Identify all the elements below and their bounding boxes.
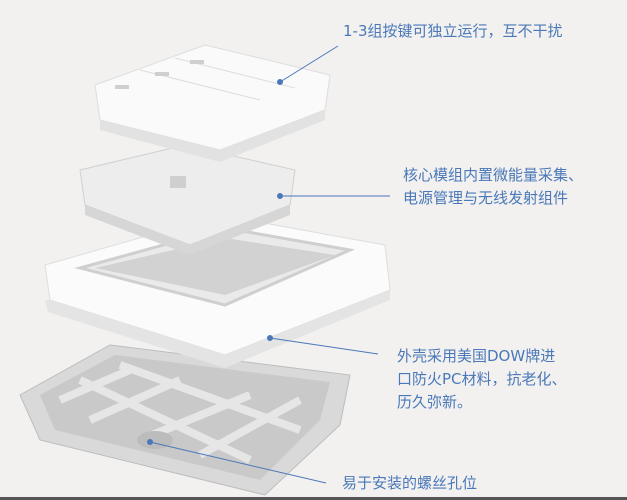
callout-module-line: 电源管理与无线发射组件 <box>403 189 569 207</box>
callout-shell-line: 口防火PC材料，抗老化、 <box>397 370 567 388</box>
bottom-border <box>0 497 627 500</box>
callout-module-line: 核心模组内置微能量采集、 <box>403 166 584 184</box>
leader-lines <box>147 45 390 484</box>
callout-screws: 易于安装的螺丝孔位 <box>342 474 478 492</box>
callout-shell-line: 历久弥新。 <box>397 393 473 411</box>
frame <box>44 214 391 368</box>
callout-shell: 外壳采用美国DOW牌进 口防火PC材料，抗老化、 历久弥新。 <box>397 345 567 414</box>
button-panel <box>94 44 331 162</box>
callout-shell-line: 外壳采用美国DOW牌进 <box>397 347 556 365</box>
base-plate <box>19 344 351 496</box>
callout-buttons: 1-3组按键可独立运行，互不干扰 <box>343 22 563 40</box>
callout-module: 核心模组内置微能量采集、 电源管理与无线发射组件 <box>403 164 583 210</box>
